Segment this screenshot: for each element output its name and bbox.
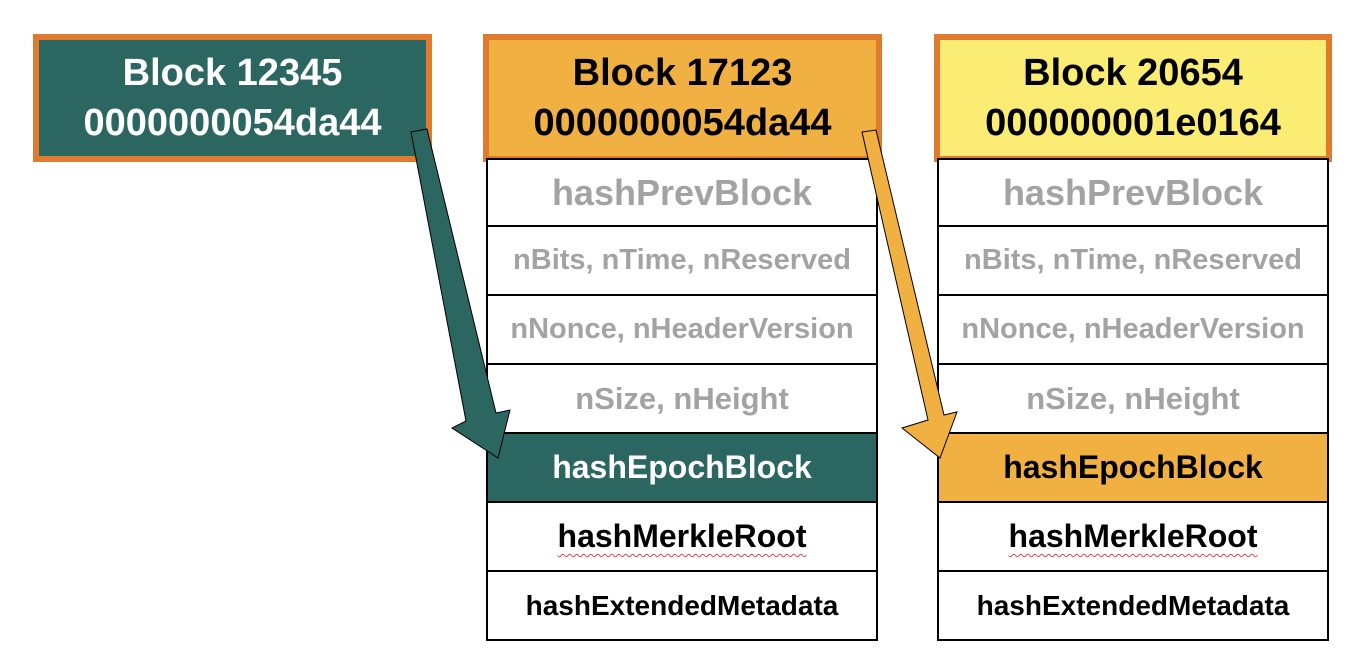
field-hash-merkle-root: hashMerkleRoot	[937, 503, 1329, 572]
block-12345-title: Block 12345	[122, 52, 343, 94]
block-20654-hash: 000000001e0164	[985, 102, 1281, 144]
block-20654-header: Block 20654 000000001e0164	[934, 34, 1332, 162]
field-hash-epoch-block: hashEpochBlock	[937, 434, 1329, 503]
field-hash-merkle-root: hashMerkleRoot	[486, 503, 878, 572]
field-nsize-nheight: nSize, nHeight	[486, 365, 878, 434]
field-hash-extended-metadata: hashExtendedMetadata	[486, 572, 878, 641]
field-hash-epoch-block: hashEpochBlock	[486, 434, 878, 503]
block-17123-title: Block 17123	[572, 52, 793, 94]
block-20654-fields: hashPrevBlock nBits, nTime, nReserved nN…	[937, 158, 1329, 641]
hash-merkle-root-label: hashMerkleRoot	[1008, 518, 1258, 554]
block-20654-title: Block 20654	[1023, 52, 1243, 94]
field-nsize-nheight: nSize, nHeight	[937, 365, 1329, 434]
field-nnonce-nheaderversion: nNonce, nHeaderVersion	[486, 296, 878, 365]
block-12345-header: Block 12345 0000000054da44	[33, 34, 432, 162]
block-12345-hash: 0000000054da44	[83, 102, 382, 144]
hash-merkle-root-label: hashMerkleRoot	[557, 518, 807, 554]
block-17123-fields: hashPrevBlock nBits, nTime, nReserved nN…	[486, 158, 878, 641]
field-nbits-ntime-nreserved: nBits, nTime, nReserved	[937, 227, 1329, 296]
field-hash-prev-block: hashPrevBlock	[486, 158, 878, 227]
field-nbits-ntime-nreserved: nBits, nTime, nReserved	[486, 227, 878, 296]
block-17123-header: Block 17123 0000000054da44	[483, 34, 882, 162]
field-nnonce-nheaderversion: nNonce, nHeaderVersion	[937, 296, 1329, 365]
block-17123-hash: 0000000054da44	[533, 102, 832, 144]
field-hash-prev-block: hashPrevBlock	[937, 158, 1329, 227]
field-hash-extended-metadata: hashExtendedMetadata	[937, 572, 1329, 641]
